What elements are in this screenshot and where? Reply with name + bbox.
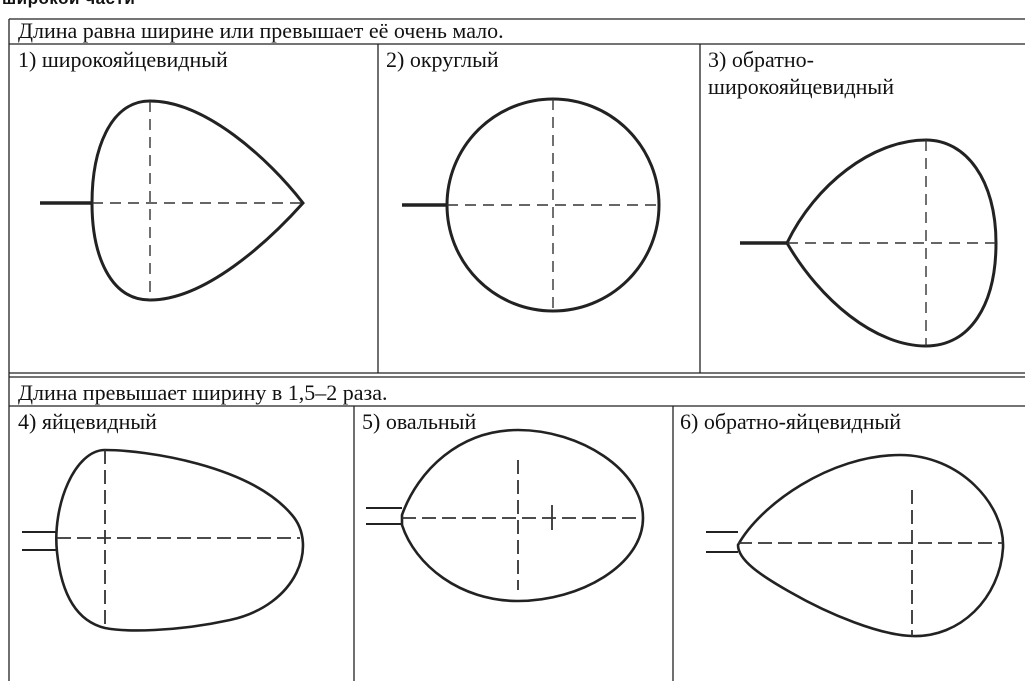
obovate-leaf-shape bbox=[706, 453, 1005, 638]
shape-label-obovate: 6) обратно-яйцевидный bbox=[680, 409, 902, 434]
section-header-elongated-ratio: Длина превышает ширину в 1,5–2 раза. bbox=[18, 380, 388, 405]
shape-label-ovate: 4) яйцевидный bbox=[18, 409, 157, 434]
round-leaf-shape bbox=[402, 97, 661, 313]
shape-label-oval: 5) овальный bbox=[362, 409, 477, 434]
shape-label-broad-ovate: 1) широкояйцевидный bbox=[18, 47, 228, 72]
shape-label-round: 2) округлый bbox=[386, 47, 499, 72]
cut-off-heading: широкой части bbox=[2, 0, 135, 9]
section-header-equal-ratio: Длина равна ширине или превышает её очен… bbox=[18, 18, 504, 43]
broad-ovate-leaf-shape bbox=[40, 99, 305, 302]
table-grid bbox=[8, 18, 1025, 681]
oval-leaf-shape bbox=[366, 428, 645, 603]
ovate-leaf-shape bbox=[22, 448, 305, 632]
shape-label-broad-obovate: 3) обратно-широкояйцевидный bbox=[708, 47, 894, 99]
broad-obovate-leaf-shape bbox=[740, 138, 998, 348]
